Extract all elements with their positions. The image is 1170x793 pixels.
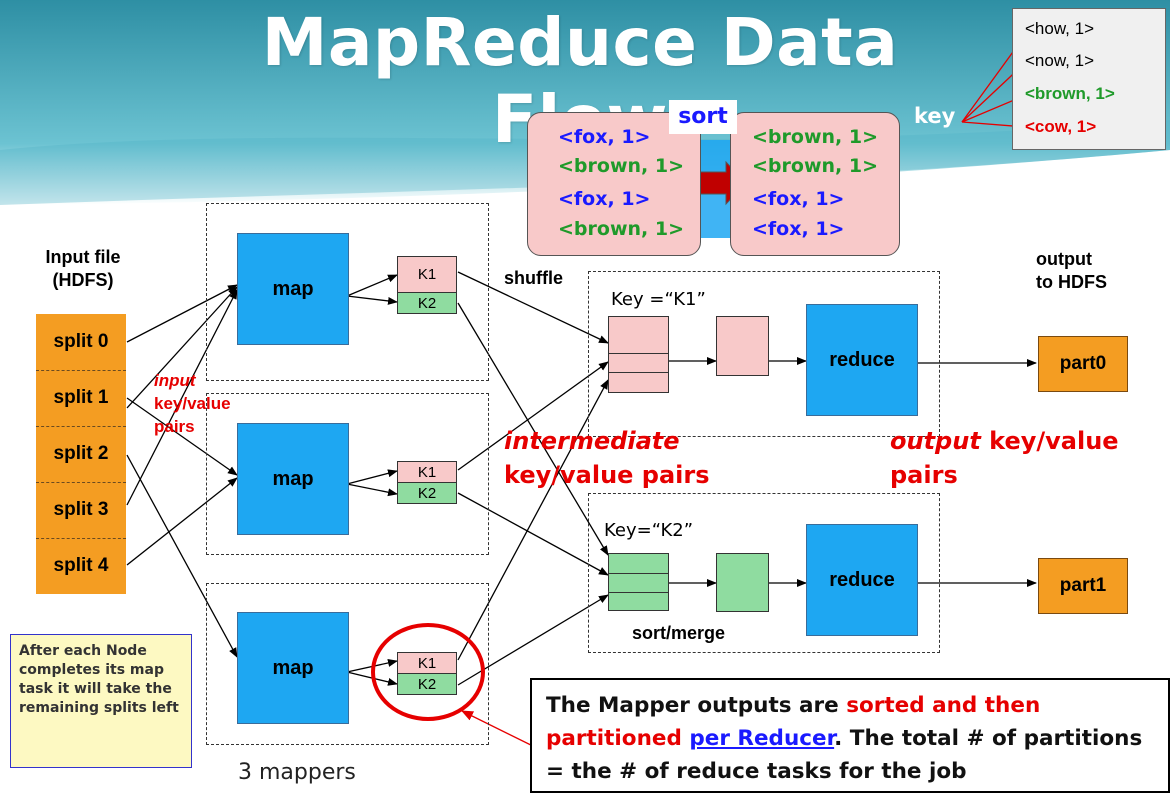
mapper-2-container: [206, 393, 489, 555]
sort-left-item-1: <brown, 1>: [558, 155, 684, 177]
mapper-3-k1: K1: [397, 652, 457, 674]
reducer-1-merged: [716, 316, 769, 376]
reducer-1-input-stack: [608, 316, 669, 393]
split-divider: [36, 482, 126, 483]
legend-item-0: <how, 1>: [1025, 19, 1095, 38]
split1-to-map1: [126, 286, 238, 409]
map-box-2: map: [237, 423, 349, 535]
reducer-2-merged: [716, 553, 769, 612]
mapper-3-container: [206, 583, 489, 745]
input-pairs-label: input key/value pairs: [154, 371, 231, 436]
highlight-circle: [371, 623, 485, 721]
split2-to-map3: [126, 454, 238, 658]
sort-right-item-0: <brown, 1>: [752, 126, 878, 148]
key-label: key: [914, 104, 956, 128]
map-box-1: map: [237, 233, 349, 345]
split1-to-map2: [126, 397, 238, 476]
reduce-box-1: reduce: [806, 304, 918, 416]
m2k1-to-r1: [457, 361, 609, 471]
mapper-2-k2: K2: [397, 482, 457, 504]
sort-right-item-1: <brown, 1>: [752, 155, 878, 177]
mapper-2-k1: K1: [397, 461, 457, 483]
legend-item-1: <now, 1>: [1025, 51, 1095, 70]
sort-left-item-2: <fox, 1>: [558, 188, 651, 210]
sort-example-right-panel: [730, 112, 900, 256]
mapper-output-explanation: The Mapper outputs are sorted and then p…: [530, 678, 1170, 793]
split0-to-map1: [126, 284, 238, 343]
split-2: split 2: [36, 426, 126, 482]
legend-item-2: <brown, 1>: [1025, 84, 1115, 103]
sort-right-item-3: <fox, 1>: [752, 218, 845, 240]
mapper-1-container: [206, 203, 489, 381]
part-0: part0: [1038, 336, 1128, 392]
mappers-caption: 3 mappers: [238, 760, 356, 785]
split-4: split 4: [36, 538, 126, 594]
output-hdfs-label: output to HDFS: [1036, 249, 1107, 292]
split-divider: [36, 370, 126, 371]
reducer-2-container: [588, 493, 940, 653]
key-k2-label: Key=“K2”: [604, 520, 694, 541]
sort-left-item-3: <brown, 1>: [558, 218, 684, 240]
map-box-3: map: [237, 612, 349, 724]
part-1: part1: [1038, 558, 1128, 614]
m2k2-to-r2: [457, 492, 609, 576]
node-note: After each Node completes its map task i…: [10, 634, 192, 768]
split3-to-map1: [126, 289, 238, 506]
split4-to-map2: [126, 477, 238, 566]
split-1: split 1: [36, 370, 126, 426]
mapper-3-k2: K2: [397, 673, 457, 695]
sort-merge-label: sort/merge: [632, 623, 726, 643]
key-k1-label: Key =“K1”: [611, 289, 706, 310]
mapper-1-k1: K1: [397, 256, 457, 293]
input-file-label: Input file (HDFS): [45, 247, 121, 290]
shuffle-label: shuffle: [504, 268, 564, 288]
m1k1-to-r1: [457, 271, 609, 344]
split-0: split 0: [36, 314, 126, 370]
sort-right-item-2: <fox, 1>: [752, 188, 845, 210]
split-3: split 3: [36, 482, 126, 538]
reducer-1-container: [588, 271, 940, 437]
legend-item-3: <cow, 1>: [1025, 117, 1097, 136]
key-example-legend: <how, 1> <now, 1> <brown, 1> <cow, 1>: [1012, 8, 1166, 150]
reducer-2-input-stack: [608, 553, 669, 611]
sort-example-left-panel: [527, 112, 701, 256]
m1k2-to-r2: [457, 302, 609, 556]
intermediate-label: intermediate key/value pairs: [504, 427, 710, 489]
reduce-box-2: reduce: [806, 524, 918, 636]
sort-label: sort: [669, 100, 737, 134]
sort-left-item-0: <fox, 1>: [558, 126, 651, 148]
split-divider: [36, 426, 126, 427]
mapper-1-k2: K2: [397, 292, 457, 314]
m3k1-to-r1: [457, 379, 609, 661]
output-kv-label: output key/value pairs: [890, 427, 1119, 489]
split-divider: [36, 538, 126, 539]
